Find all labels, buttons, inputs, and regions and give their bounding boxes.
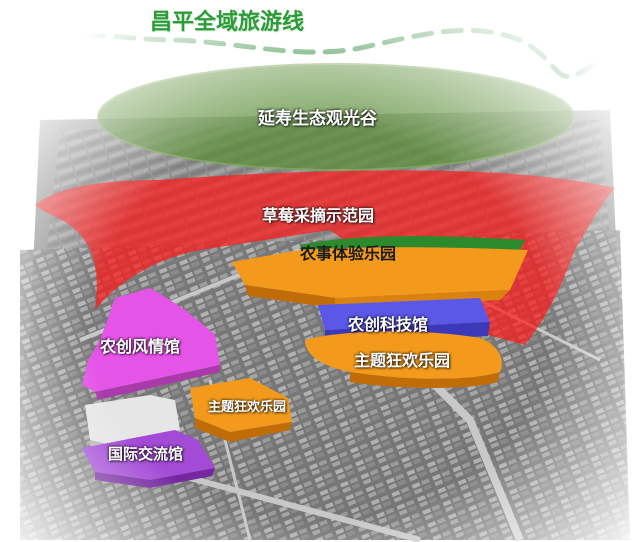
label-folk-hall: 农创风情馆 [100,337,181,356]
label-theme-park-small: 主题狂欢乐园 [208,400,287,415]
label-theme-park-large: 主题狂欢乐园 [354,351,451,370]
label-intl-exchange-hall: 国际交流馆 [108,445,184,463]
map-title: 昌平全域旅游线 [150,10,305,35]
label-strawberry-park: 草莓采摘示范园 [262,206,375,225]
label-farm-experience: 农事体验乐园 [300,244,397,263]
label-agri-tech-hall: 农创科技馆 [348,315,429,334]
label-yanshou-valley: 延寿生态观光谷 [258,109,377,129]
